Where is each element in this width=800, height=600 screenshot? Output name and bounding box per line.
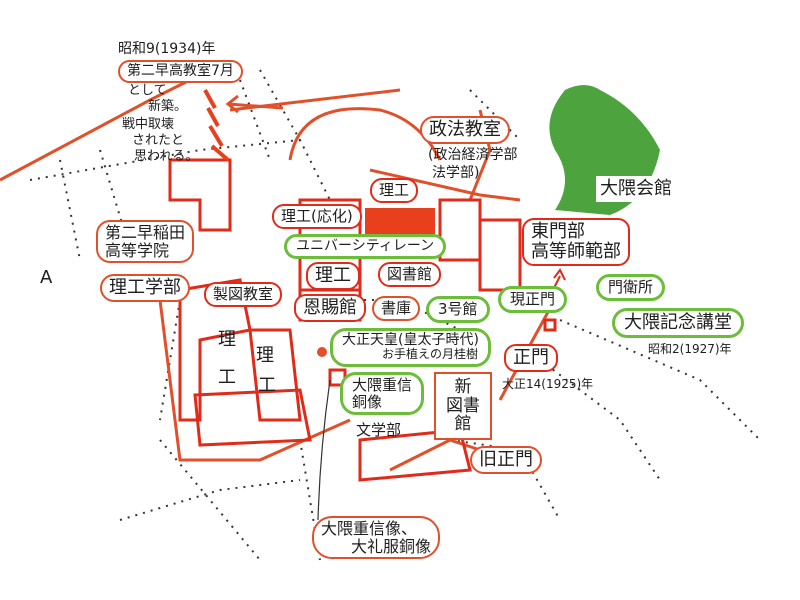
callout-line (317, 379, 331, 521)
note-text: として (128, 83, 167, 98)
note-text: 新築。 (148, 99, 188, 114)
hatched-classroom (203, 89, 230, 162)
label-science-faculty: 理工学部 (100, 274, 190, 302)
label-main-gate-year: 大正14(1925)年 (502, 377, 594, 391)
label-tomon: 東門部 (531, 221, 585, 242)
label-literature: 文学部 (356, 421, 402, 439)
label-applied-chem: 理工(応化) (272, 204, 362, 229)
label-okuma-kaikan: 大隈会館 (596, 176, 676, 202)
label-second-high-classroom: 第二早高教室7月 (118, 60, 243, 84)
laurel-tree-icon (317, 347, 327, 357)
label-new-library-3: 館 (454, 414, 472, 435)
arrow-icon (225, 94, 284, 114)
label-statue-callout: 大隈重信像、 大礼服銅像 (312, 516, 441, 560)
label-stacks: 書庫 (372, 296, 421, 321)
label-tomon-building: 東門部 高等師範部 (522, 218, 630, 266)
label-laurel-tree: 大正天皇(皇太子時代) お手植えの月桂樹 (330, 328, 491, 367)
label-ko: 工 (218, 367, 236, 388)
label-new-library-1: 新 (454, 377, 472, 397)
label-auditorium-year: 昭和2(1927)年 (648, 342, 732, 356)
label-second-waseda-high: 第二早稲田 高等学院 (96, 220, 195, 264)
label-current-main-gate: 現正門 (498, 286, 568, 313)
label-new-library-2: 図書 (446, 395, 480, 416)
label-ri: 理 (218, 329, 236, 350)
label-seiho-sub: (政治経済学部 (428, 147, 518, 163)
label-science-mid: 理工 (306, 262, 360, 290)
label-laurel-1: 大正天皇(皇太子時代) (342, 332, 479, 348)
label-library: 図書館 (378, 262, 442, 287)
label-seiho-classroom: 政法教室 (420, 116, 510, 144)
note-year: 昭和9(1934)年 (118, 41, 216, 57)
label-university-lane: ユニバーシティレーン (284, 234, 447, 260)
label-ko: 工 (258, 375, 276, 396)
label-okuma-auditorium: 大隈記念講堂 (612, 308, 744, 338)
label-seiho-sub: 法学部) (432, 165, 480, 181)
label-second-high-2: 高等学院 (105, 240, 170, 260)
label-building-3: 3号館 (426, 296, 490, 323)
label-second-high-1: 第二早稲田 (105, 223, 186, 242)
label-laurel-2: お手植えの月桂樹 (382, 347, 479, 362)
label-drafting-room: 製図教室 (204, 282, 283, 307)
label-ri: 理 (256, 345, 274, 366)
marker-a: A (40, 267, 53, 288)
note-text: 思われる。 (134, 149, 199, 164)
label-science-top: 理工 (370, 178, 419, 203)
label-callout-1: 大隈重信像、 (321, 519, 418, 538)
label-gate-guard: 門衛所 (596, 274, 666, 301)
note-text: されたと (132, 133, 185, 148)
label-callout-2: 大礼服銅像 (351, 536, 432, 556)
label-statue-1: 大隈重信 (352, 376, 413, 394)
note-text: 戦中取壊 (122, 117, 175, 132)
label-new-library: 新 図書 館 (434, 372, 492, 441)
label-main-gate: 正門 (504, 344, 558, 372)
label-old-main-gate: 旧正門 (470, 446, 542, 474)
label-okuma-statue: 大隈重信 銅像 (340, 372, 425, 415)
label-normal-school: 高等師範部 (531, 240, 621, 262)
label-statue-2: 銅像 (352, 392, 383, 411)
label-onshikan: 恩賜館 (294, 294, 366, 322)
